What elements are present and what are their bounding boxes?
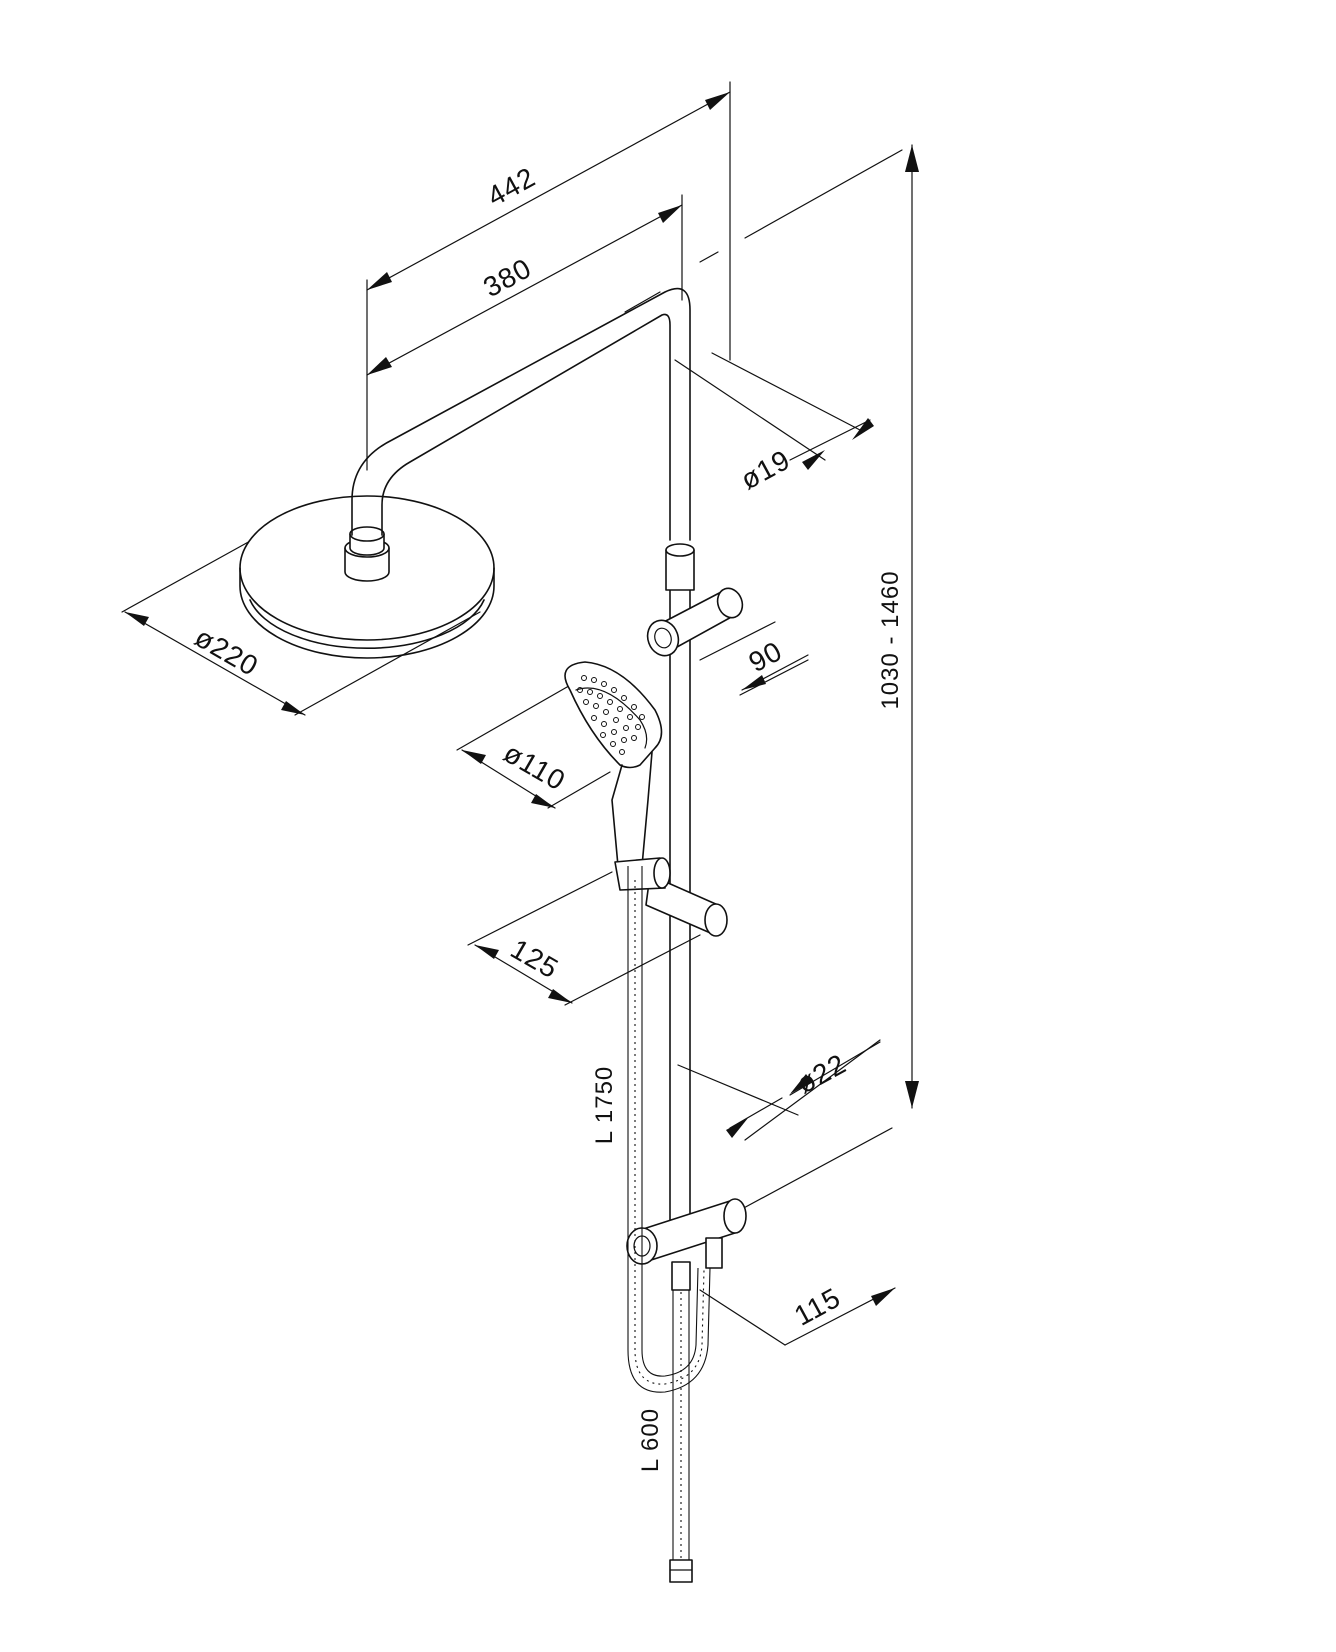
dim-label-pipe-diameter: ø19 — [736, 444, 796, 496]
hand-shower — [564, 661, 663, 867]
dimension-pipe-diameter: ø19 — [674, 352, 874, 496]
dim-label-holder: 90 — [743, 635, 787, 678]
dimension-442: 442 — [366, 81, 731, 471]
dim-label-slider: 125 — [505, 933, 564, 985]
dimension-holder: 90 — [699, 621, 809, 696]
flexible-hose-600 — [669, 1290, 693, 1583]
dimension-380: 380 — [366, 194, 683, 376]
dim-label-442: 442 — [482, 161, 540, 212]
shower-arm — [351, 287, 691, 541]
dim-label-bracket: 115 — [789, 1282, 846, 1332]
overhead-shower-head — [239, 495, 495, 659]
dim-label-height: 1030 - 1460 — [877, 570, 904, 709]
upper-holder — [646, 587, 744, 657]
dim-label-bar-diameter: ø22 — [792, 1048, 852, 1100]
spray-nozzles — [577, 675, 645, 755]
lower-bracket — [626, 1198, 747, 1291]
dimension-bracket: 115 — [699, 1127, 896, 1346]
dim-label-head-diameter: ø220 — [190, 621, 264, 682]
dim-label-hose-600: L 600 — [637, 1408, 664, 1472]
dim-label-hand-diameter: ø110 — [499, 737, 571, 797]
flexible-hose-1750 — [627, 866, 711, 1393]
dim-label-380: 380 — [478, 252, 536, 303]
dimension-height: 1030 - 1460 — [699, 144, 919, 1141]
dimension-bar-diameter: ø22 — [677, 1041, 881, 1138]
dim-label-hose-1750: L 1750 — [591, 1066, 618, 1145]
hand-shower-slider — [614, 857, 728, 937]
